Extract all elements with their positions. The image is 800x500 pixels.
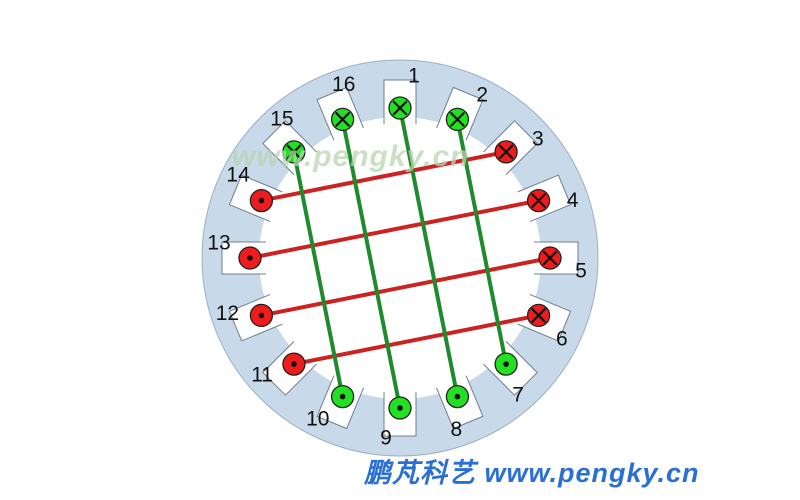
red-coil-side-link — [248, 198, 541, 260]
conductor-slot-14 — [249, 188, 274, 213]
conductor-slot-13 — [238, 246, 262, 270]
conductor-slot-2 — [445, 107, 470, 132]
coil-connections — [248, 106, 552, 410]
slot-number-label: 16 — [332, 73, 355, 96]
conductor-slot-4 — [526, 188, 551, 213]
conductor-slot-8 — [445, 384, 470, 409]
slot-mouth — [331, 121, 364, 142]
green-coil-side-link — [398, 106, 460, 399]
green-coil-side-link — [455, 117, 509, 367]
current-into-page-icon — [531, 308, 546, 323]
bore-fill — [265, 123, 535, 393]
current-out-of-page-icon — [503, 361, 509, 367]
slot-number-label: 1 — [408, 65, 420, 88]
current-out-of-page-icon — [397, 405, 403, 411]
slot-number-label: 14 — [226, 163, 250, 186]
current-out-of-page-icon — [258, 312, 265, 319]
conductor-slot-15 — [282, 140, 306, 164]
conductor-slot-11 — [282, 352, 306, 376]
slot-number-label: 2 — [476, 84, 488, 107]
slot-number-label: 9 — [380, 427, 392, 450]
current-into-page-icon — [531, 193, 546, 208]
current-into-page-icon — [498, 144, 514, 160]
current-into-page-icon — [450, 112, 465, 127]
conductor-slot-3 — [494, 140, 518, 164]
slot-mouth — [532, 243, 542, 273]
slot-number-label: 5 — [575, 260, 587, 283]
slot-mouth — [263, 294, 284, 327]
current-out-of-page-icon — [339, 393, 346, 400]
conductor-slot-6 — [526, 303, 551, 328]
red-coil-side-link — [259, 256, 552, 318]
conductor-slot-12 — [249, 303, 274, 328]
conductor-slot-16 — [330, 107, 355, 132]
slot-number-label: 7 — [512, 383, 524, 406]
current-into-page-icon — [335, 112, 350, 127]
slot-number-label: 8 — [450, 418, 462, 441]
slot-conductors — [238, 96, 562, 420]
slot-number-label: 6 — [556, 328, 568, 351]
slot-mouth — [436, 374, 469, 395]
current-out-of-page-icon — [291, 361, 297, 367]
slot-number-label: 4 — [567, 189, 579, 212]
slot-mouth — [516, 189, 537, 222]
slot-number-label: 12 — [216, 302, 239, 325]
green-coil-side-link — [340, 117, 402, 410]
current-into-page-icon — [286, 144, 302, 160]
conductor-slot-9 — [388, 396, 412, 420]
current-into-page-icon — [392, 100, 408, 116]
conductor-slot-5 — [538, 246, 562, 270]
current-into-page-icon — [542, 250, 558, 266]
slot-number-label: 13 — [207, 232, 230, 255]
conductor-slot-7 — [494, 352, 518, 376]
footer-text: 鹏芃科艺 www.pengky.cn — [363, 458, 700, 488]
slot-number-label: 10 — [306, 407, 329, 430]
conductor-slot-1 — [388, 96, 412, 120]
slot-number-label: 15 — [270, 108, 293, 131]
slot-number-label: 3 — [532, 127, 544, 150]
current-out-of-page-icon — [454, 393, 461, 400]
watermark-text: www.pengky.cn — [232, 140, 470, 173]
green-coil-side-link — [291, 149, 345, 399]
slot-number-label: 11 — [251, 364, 273, 387]
current-out-of-page-icon — [247, 255, 253, 261]
slot-mouth — [258, 243, 268, 273]
conductor-slot-10 — [330, 384, 355, 409]
current-out-of-page-icon — [258, 197, 265, 204]
